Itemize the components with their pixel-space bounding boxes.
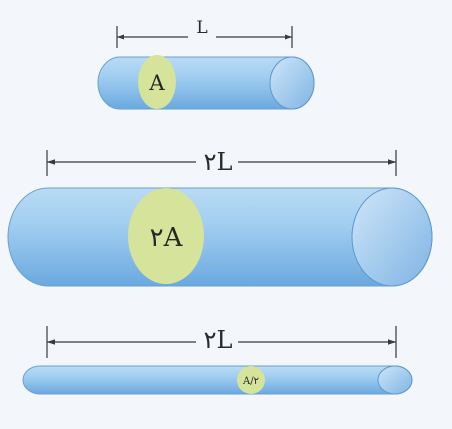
cylinder-3: ٢L A/٢ [22, 326, 413, 395]
area-label-1: A [148, 71, 165, 95]
dimension-line-1 [116, 26, 293, 48]
cylinder-body-3 [22, 365, 413, 395]
length-label-2: ٢L [204, 148, 233, 176]
dimension-line-2 [46, 150, 397, 176]
cylinder-end-cap-1 [269, 56, 315, 110]
area-label-2: ٢A [150, 223, 184, 253]
length-label-3: ٢L [204, 326, 233, 354]
cross-section-3 [237, 366, 265, 394]
length-label-1: L [196, 18, 207, 38]
cylinder-end-cap-2 [351, 187, 433, 287]
cylinder-1: L A [97, 18, 315, 110]
cylinder-2: ٢L ٢A [7, 148, 433, 287]
cross-section-1 [138, 55, 176, 109]
dimension-line-3 [46, 326, 397, 358]
area-label-3: A/٢ [242, 376, 259, 387]
cylinder-end-cap-3 [377, 365, 413, 395]
cross-section-2 [128, 188, 204, 284]
